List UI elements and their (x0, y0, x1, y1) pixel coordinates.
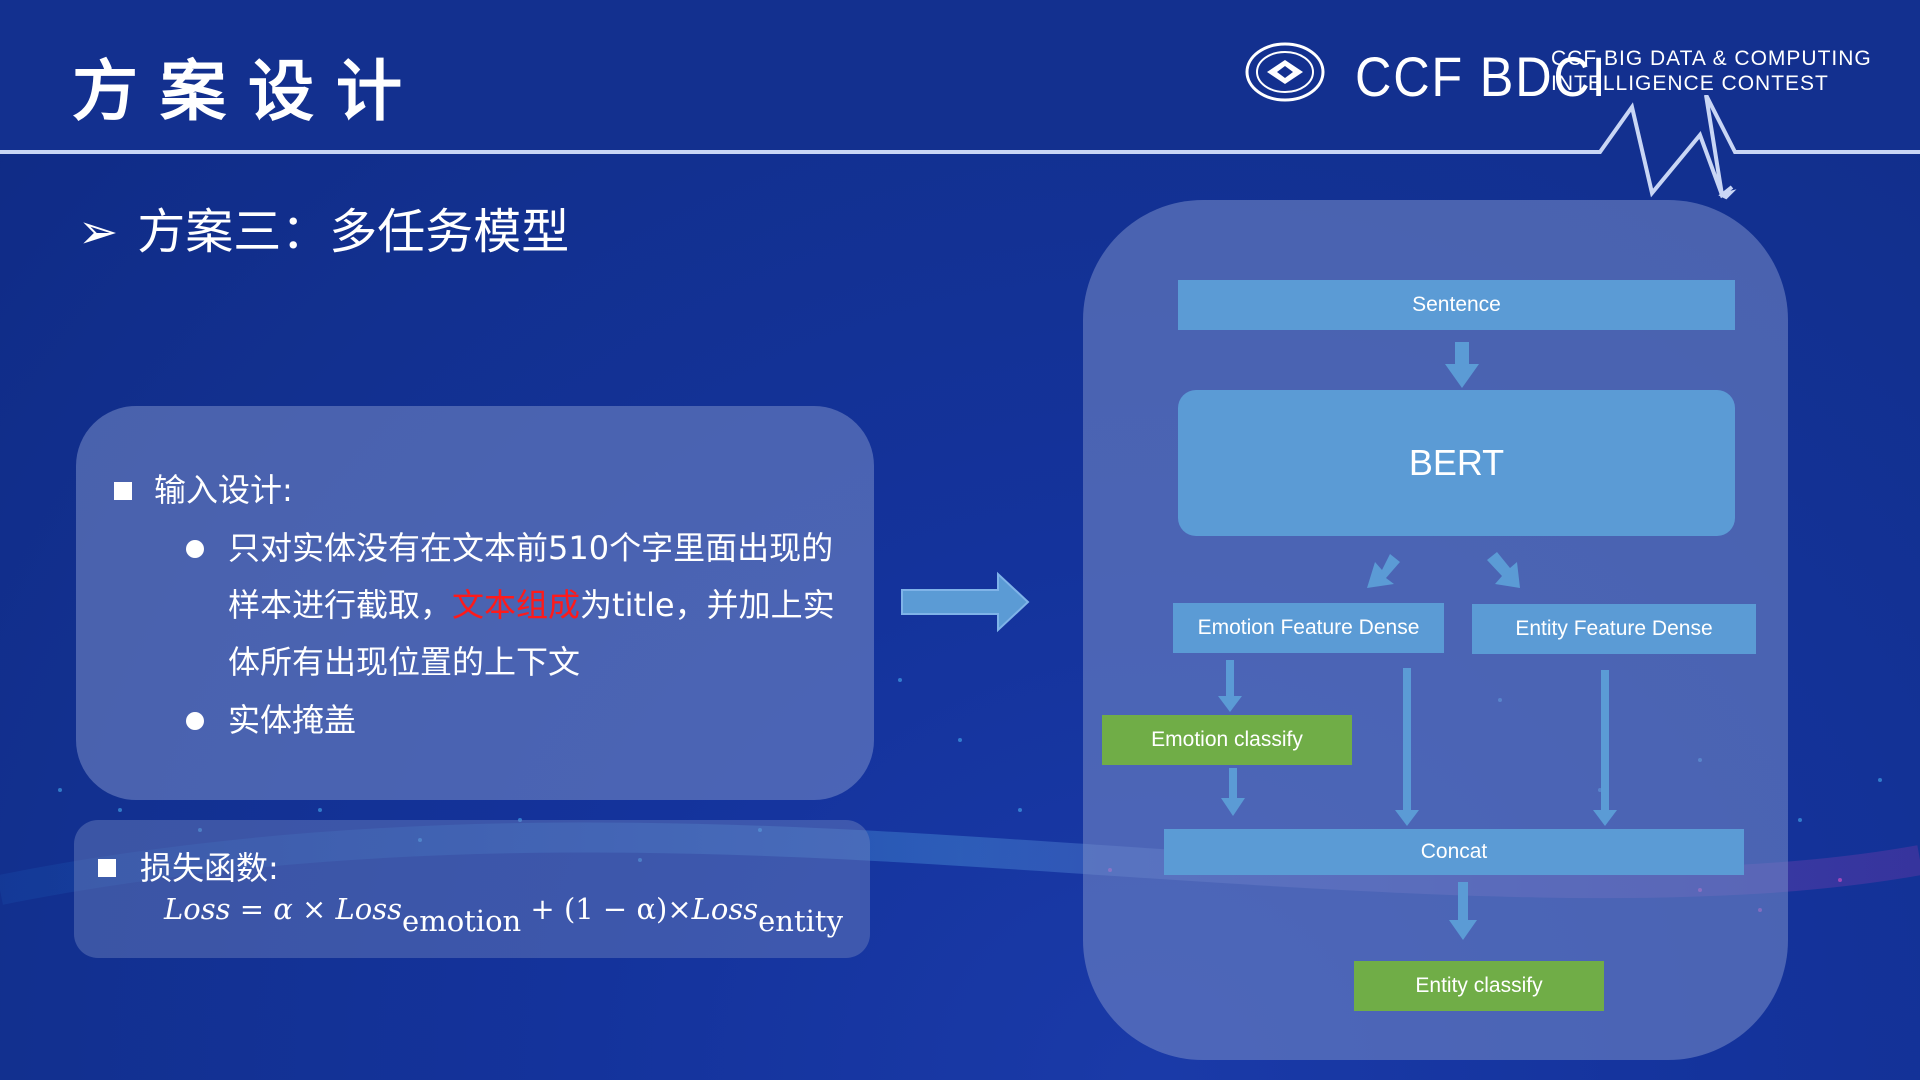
square-bullet-icon (114, 482, 132, 500)
loss-function-heading: 损失函数: (140, 849, 279, 887)
formula-eq: = α × (230, 892, 336, 926)
formula-loss: Loss (164, 892, 231, 926)
concat-box: Concat (1164, 829, 1744, 875)
bullet1-highlight: 文本组成 (452, 586, 581, 624)
header-pulse-line (0, 95, 1920, 200)
section-subtitle: ➢ 方案三：多任务模型 (78, 192, 569, 262)
formula-mid: + (1 − α)× (521, 892, 692, 926)
input-design-heading: 输入设计: (154, 471, 293, 509)
diagonal-arrow-icon (1487, 552, 1520, 588)
entity-feature-dense-box: Entity Feature Dense (1472, 604, 1756, 654)
down-arrow-icon (1395, 668, 1419, 826)
logo-caption: CCF BIG DATA & COMPUTING INTELLIGENCE CO… (1551, 46, 1872, 96)
page-title: 方案设计 (72, 53, 424, 130)
ccf-bdci-wordmark: CCF BDCI (1355, 45, 1608, 108)
model-flow-arrows (1218, 342, 1617, 940)
entity-classify-box: Entity classify (1354, 961, 1604, 1011)
emotion-feature-dense-box: Emotion Feature Dense (1173, 603, 1444, 653)
down-arrow-icon (1218, 660, 1242, 712)
formula-loss-emotion: Loss (335, 892, 403, 926)
loss-function-panel (74, 820, 870, 958)
bullet1-line2: 样本进行截取，文本组成为title，并加上实 (228, 577, 835, 634)
bullet1-line3: 体所有出现位置的上下文 (228, 643, 581, 681)
down-arrow-icon (1445, 342, 1479, 388)
round-bullet-icon (186, 540, 204, 558)
down-arrow-icon (1593, 670, 1617, 826)
arrow-marker-icon: ➢ (78, 204, 119, 260)
emotion-classify-box: Emotion classify (1102, 715, 1352, 765)
diagonal-arrow-icon (1367, 554, 1400, 588)
header-band (0, 0, 1920, 150)
logo-caption-line1: CCF BIG DATA & COMPUTING (1551, 47, 1872, 70)
formula-sub-emotion: emotion (402, 904, 522, 938)
ccf-seal-icon (1245, 42, 1325, 102)
bullet2-text: 实体掩盖 (228, 701, 357, 739)
section-subtitle-text: 方案三：多任务模型 (137, 204, 570, 260)
formula-loss-entity: Loss (691, 892, 759, 926)
bullet1-line1: 只对实体没有在文本前510个字里面出现的 (228, 529, 834, 567)
down-arrow-icon (1221, 768, 1245, 816)
formula-sub-entity: entity (758, 904, 843, 938)
bert-box: BERT (1178, 390, 1735, 536)
square-bullet-icon (98, 859, 116, 877)
ccf-bdci-logo: CCF BDCI CCF BIG DATA & COMPUTING INTELL… (1245, 42, 1875, 112)
flow-right-arrow-icon (901, 571, 1030, 633)
bullet1-line2-a: 样本进行截取， (228, 586, 453, 624)
logo-caption-line2: INTELLIGENCE CONTEST (1551, 72, 1829, 95)
round-bullet-icon (186, 712, 204, 730)
sentence-box: Sentence (1178, 280, 1735, 330)
input-design-panel (76, 406, 874, 800)
loss-formula: Loss = α × Lossemotion + (1 − α)×Lossent… (164, 892, 843, 938)
down-arrow-icon (1449, 882, 1477, 940)
bullet1-line2-b: 为title，并加上实 (580, 586, 835, 624)
